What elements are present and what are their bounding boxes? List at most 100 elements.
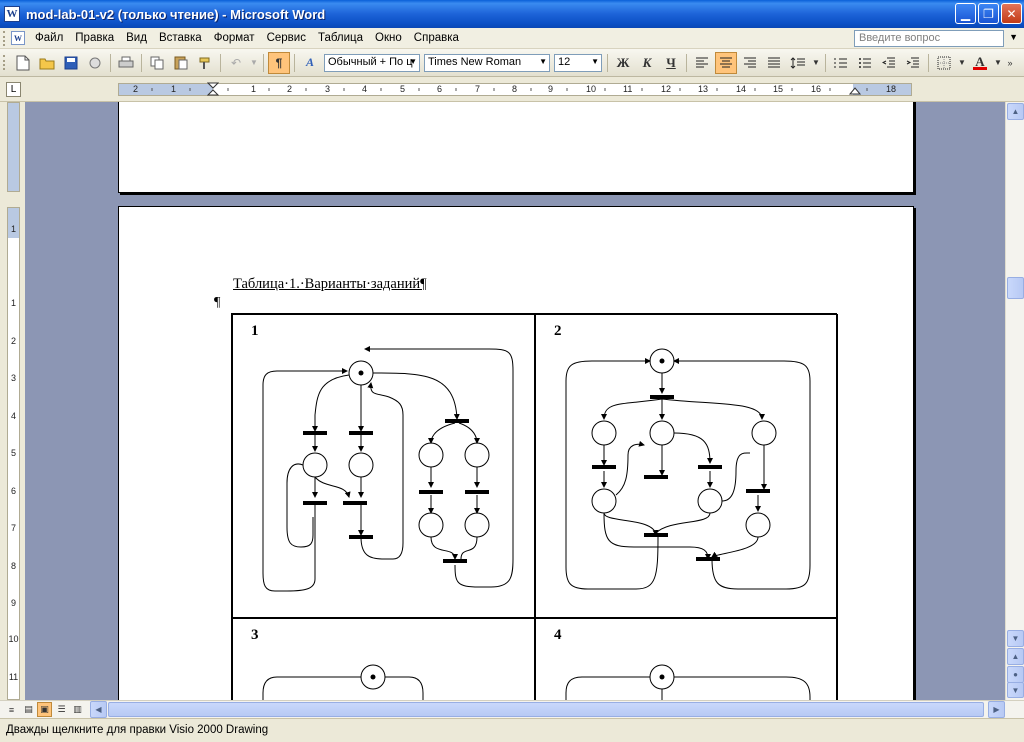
browse-object-button[interactable]: ● [1007, 666, 1024, 683]
font-size-combo[interactable]: 12▼ [554, 53, 602, 72]
menu-view[interactable]: Вид [126, 32, 147, 44]
vruler-top-margin [8, 208, 19, 238]
help-question-input[interactable]: Введите вопрос [854, 30, 1004, 47]
save-icon[interactable] [60, 52, 82, 74]
toolbar-separator [110, 53, 111, 72]
menu-help[interactable]: Справка [413, 32, 459, 44]
ruler-right-margin [853, 84, 911, 95]
vertical-ruler[interactable]: 1 1 2 3 4 5 6 7 8 9 10 11 [7, 207, 20, 700]
word-app-icon[interactable]: W [4, 6, 20, 22]
menu-window[interactable]: Окно [375, 32, 402, 44]
page-current[interactable]: Таблица·1.·Варианты·заданий¶ ¶ 1 [118, 206, 914, 700]
ruler-number: 2 [133, 84, 139, 94]
scroll-down-button[interactable]: ▼ [1007, 630, 1024, 647]
document-area[interactable]: Таблица·1.·Варианты·заданий¶ ¶ 1 [25, 102, 1005, 700]
menu-grip[interactable] [3, 30, 7, 46]
indent-marker-icon[interactable] [207, 82, 219, 96]
menu-tools[interactable]: Сервис [266, 32, 306, 44]
permission-icon[interactable] [84, 52, 106, 74]
font-color-letter: A [975, 53, 985, 69]
table-cell-1[interactable]: 1 [232, 314, 535, 618]
justify-icon[interactable] [763, 52, 785, 74]
next-page-button[interactable]: ▼ [1007, 682, 1024, 698]
vertical-ruler-area: 1 1 2 3 4 5 6 7 8 9 10 11 [0, 102, 25, 700]
petri-net-diagram-4[interactable] [536, 619, 839, 700]
scroll-up-button[interactable]: ▲ [1007, 103, 1024, 120]
scroll-left-button[interactable]: ◀ [90, 701, 107, 718]
borders-dropdown-icon[interactable]: ▼ [958, 58, 966, 67]
horizontal-ruler[interactable]: 2 1 1 2 3 4 5 6 7 8 9 10 11 12 13 14 15 … [118, 82, 912, 96]
outline-view-icon[interactable]: ☰ [57, 704, 66, 714]
font-combo[interactable]: Times New Roman▼ [424, 53, 550, 72]
vruler-number: 10 [8, 634, 19, 644]
petri-net-diagram-3[interactable] [233, 619, 536, 700]
increase-indent-icon[interactable] [902, 52, 924, 74]
line-spacing-icon[interactable] [787, 52, 809, 74]
right-indent-marker-icon[interactable] [849, 87, 861, 95]
toolbar-grip[interactable] [3, 55, 7, 70]
toolbar-options-icon[interactable]: » [1007, 57, 1013, 68]
vruler-number: 4 [10, 411, 16, 421]
petri-net-diagram-1[interactable] [233, 315, 536, 619]
vruler-number: 7 [10, 523, 16, 533]
numbering-icon[interactable] [830, 52, 852, 74]
variants-table[interactable]: 1 [231, 313, 838, 700]
align-center-icon[interactable] [715, 51, 737, 74]
horizontal-scrollbar-row: ≡ ▤ ▣ ☰ ▥ ◀ ▶ [0, 700, 1024, 718]
print-layout-view-icon[interactable]: ▣ [37, 702, 52, 717]
italic-button[interactable]: К [642, 54, 652, 70]
undo-dropdown-icon[interactable]: ▼ [250, 58, 258, 67]
table-caption: Таблица·1.·Варианты·заданий¶ [233, 276, 427, 292]
previous-page-button[interactable]: ▲ [1007, 648, 1024, 665]
ruler-number: 8 [512, 84, 518, 94]
close-button[interactable]: ✕ [1001, 3, 1022, 24]
menu-file[interactable]: Файл [35, 32, 64, 44]
decrease-indent-icon[interactable] [878, 52, 900, 74]
table-cell-4[interactable]: 4 [535, 618, 838, 700]
font-color-dropdown-icon[interactable]: ▼ [994, 58, 1002, 67]
align-right-icon[interactable] [739, 52, 761, 74]
help-dropdown-icon[interactable]: ▼ [1009, 32, 1018, 42]
restore-button[interactable]: ❐ [978, 3, 999, 24]
tab-selector[interactable]: L [6, 82, 21, 97]
horizontal-scroll-thumb[interactable] [108, 702, 984, 717]
normal-view-icon[interactable]: ≡ [8, 704, 15, 715]
font-color-bar [973, 66, 987, 70]
paste-icon[interactable] [170, 52, 192, 74]
styles-formatting-icon[interactable]: A [305, 55, 314, 69]
font-color-icon[interactable]: A [969, 52, 991, 74]
open-folder-icon[interactable] [36, 52, 58, 74]
undo-icon[interactable]: ↶ [230, 55, 242, 70]
bullets-icon[interactable] [854, 52, 876, 74]
underline-button[interactable]: Ч [666, 54, 676, 70]
bold-button[interactable]: Ж [616, 54, 630, 70]
ruler-number: 10 [586, 84, 597, 94]
copy-icon[interactable] [146, 52, 168, 74]
show-formatting-button[interactable]: ¶ [268, 51, 290, 74]
new-document-icon[interactable] [12, 52, 34, 74]
menu-table[interactable]: Таблица [317, 32, 364, 44]
reading-view-icon[interactable]: ▥ [73, 704, 82, 714]
format-painter-icon[interactable] [194, 52, 216, 74]
scroll-right-button[interactable]: ▶ [988, 701, 1005, 718]
borders-icon[interactable] [933, 52, 955, 74]
style-combo[interactable]: Обычный + По ц▼ [324, 53, 420, 72]
vertical-scroll-thumb[interactable] [1007, 277, 1024, 299]
vruler-number: 8 [10, 561, 16, 571]
document-icon[interactable]: W [11, 31, 25, 45]
align-left-icon[interactable] [691, 52, 713, 74]
status-bar: Дважды щелкните для правки Visio 2000 Dr… [0, 718, 1024, 742]
web-view-icon[interactable]: ▤ [24, 704, 33, 714]
table-cell-3[interactable]: 3 [232, 618, 535, 700]
petri-net-diagram-2[interactable] [536, 315, 839, 619]
line-spacing-dropdown-icon[interactable]: ▼ [812, 58, 820, 67]
menu-format[interactable]: Формат [213, 32, 255, 44]
menu-edit[interactable]: Правка [75, 32, 115, 44]
table-cell-2[interactable]: 2 [535, 314, 838, 618]
menu-insert[interactable]: Вставка [158, 32, 202, 44]
minimize-button[interactable]: ▁ [955, 3, 976, 24]
ruler-number: 18 [886, 84, 897, 94]
print-icon[interactable] [115, 52, 137, 74]
style-value: Обычный + По ц [328, 55, 413, 68]
vertical-scrollbar[interactable]: ▲ ▼ ▲ ● ▼ [1005, 102, 1024, 700]
